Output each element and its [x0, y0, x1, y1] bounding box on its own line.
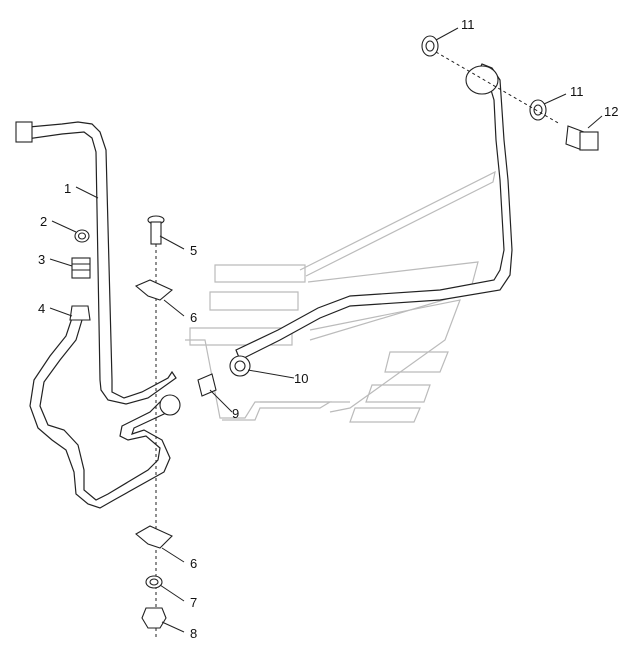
bolt-part-12 [565, 125, 599, 151]
washer-part-11-top [421, 35, 439, 57]
callout-10: 10 [294, 371, 308, 386]
callout-2: 2 [40, 214, 47, 229]
callout-9: 9 [232, 406, 239, 421]
pipe-end-fitting [15, 121, 33, 143]
callout-1: 1 [64, 181, 71, 196]
callout-3: 3 [38, 252, 45, 267]
banjo-fitting [465, 65, 499, 95]
pipe-part-10 [229, 63, 513, 377]
bolt-part-5 [147, 215, 165, 245]
washer-part-7 [145, 575, 163, 589]
clamp-part-6-top [134, 279, 174, 301]
callout-12: 12 [604, 104, 618, 119]
adapter-part-9 [159, 373, 217, 416]
leader-lines [49, 27, 603, 633]
callout-8: 8 [190, 626, 197, 641]
callout-6-bottom: 6 [190, 556, 197, 571]
washer-part-11-bottom [529, 99, 547, 121]
callout-labels: 1 2 3 4 5 6 6 7 8 9 10 11 11 12 [38, 17, 618, 641]
nut-part-9 [159, 394, 181, 416]
callout-11-top: 11 [461, 17, 475, 32]
clamp-part-6-bottom [135, 525, 173, 549]
callout-6-top: 6 [190, 310, 197, 325]
callout-11-bottom: 11 [570, 84, 584, 99]
callout-4: 4 [38, 301, 45, 316]
washer-part-2 [74, 229, 90, 243]
nut-part-8 [141, 607, 167, 629]
pipe-part-1 [15, 121, 177, 405]
fitting-part-4 [69, 305, 91, 321]
callout-7: 7 [190, 595, 197, 610]
fitting-part-3 [71, 257, 91, 279]
callout-5: 5 [190, 243, 197, 258]
